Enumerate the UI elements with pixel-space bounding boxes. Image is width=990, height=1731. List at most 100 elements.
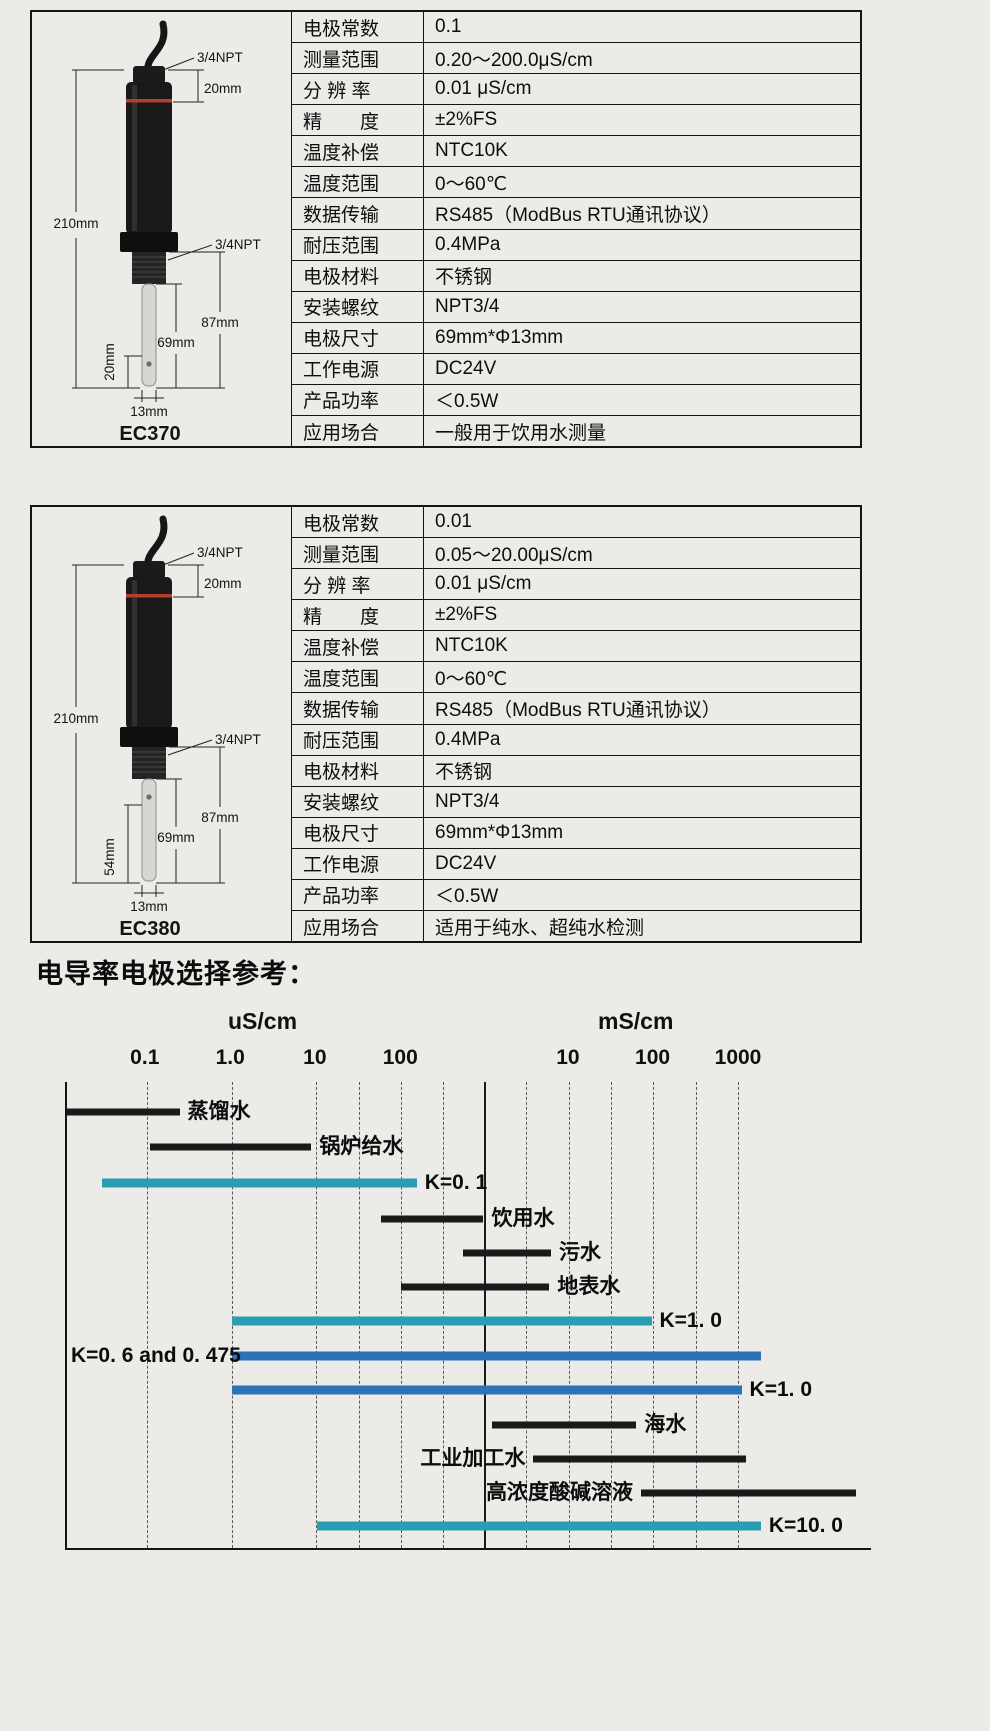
spec-value: DC24V: [435, 852, 497, 874]
table-row: 电极常数 0.01: [292, 507, 860, 538]
spec-label: 数据传输: [292, 198, 424, 229]
spec-label: 工作电源: [292, 848, 424, 879]
range-bar: [491, 1421, 637, 1429]
spec-value: 0.4MPa: [435, 728, 501, 750]
table-row: 测量范围 0.20～200.0μS/cm: [292, 42, 860, 74]
spec-label: 应用场合: [292, 416, 424, 447]
table-row: 温度范围 0～60℃: [292, 661, 860, 693]
bar-label: 地表水: [557, 1275, 621, 1298]
dim-69mm-label: 69mm: [157, 830, 195, 845]
dim-probe-label: 20mm: [102, 343, 117, 381]
tick-label: 1000: [714, 1046, 762, 1069]
spec-value: ±2%FS: [435, 109, 498, 131]
spec-label: 电极常数: [292, 507, 424, 538]
spec-label: 安装螺纹: [292, 291, 424, 322]
spec-label: 温度范围: [292, 662, 424, 693]
table-row: 数据传输 RS485（ModBus RTU通讯协议）: [292, 197, 860, 229]
spec-label: 工作电源: [292, 353, 424, 384]
bar-label: K=0. 1: [424, 1171, 488, 1194]
sensor-thread: [132, 747, 166, 779]
sensor-diagram-ec380: 3/4NPT 20mm 210mm 3/4NPT 87mm 69mm 54mm …: [53, 515, 261, 940]
gridline: [231, 1082, 233, 1548]
probe-hole: [146, 794, 152, 800]
tick-label: 100: [382, 1046, 418, 1069]
spec-label: 电极材料: [292, 260, 424, 291]
dim-npt-mid-label: 3/4NPT: [215, 237, 261, 252]
tick-label: 0.1: [130, 1046, 160, 1069]
table-row: 应用场合 一般用于饮用水测量: [292, 415, 860, 447]
table-row: 工作电源 DC24V: [292, 352, 860, 384]
table-row: 电极材料 不锈钢: [292, 259, 860, 291]
unit-label-ms-cm: mS/cm: [598, 1008, 674, 1034]
dim-20mm-top-label: 20mm: [204, 576, 242, 591]
unit-label-us-cm: uS/cm: [228, 1008, 298, 1034]
spec-value: ＜0.5W: [435, 886, 499, 908]
spec-label: 应用场合: [292, 911, 424, 942]
spec-label: 精 度: [292, 105, 424, 136]
spec-table-ec370: 3/4NPT 20mm 210mm 3/4NPT 87mm 69mm 20mm …: [30, 10, 862, 448]
dim-13mm-label: 13mm: [130, 899, 168, 914]
sensor-nut: [120, 727, 178, 747]
sensor-body-highlight: [132, 580, 137, 726]
bar-label: 高浓度酸碱溶液: [486, 1481, 634, 1504]
sensor-body: [126, 82, 172, 234]
sensor-cap: [133, 561, 165, 579]
dim-npt-mid-label: 3/4NPT: [215, 732, 261, 747]
spec-value: 0.01: [435, 511, 472, 533]
table-row: 耐压范围 0.4MPa: [292, 723, 860, 755]
table-row: 分 辨 率 0.01 μS/cm: [292, 73, 860, 105]
bar-label: 污水: [559, 1241, 601, 1264]
gridline: [316, 1082, 318, 1548]
bar-label: K=10. 0: [768, 1514, 843, 1537]
bar-label: 海水: [644, 1413, 687, 1436]
table-row: 电极常数 0.1: [292, 12, 860, 43]
sensor-oring: [126, 99, 172, 103]
spec-label: 耐压范围: [292, 724, 424, 755]
spec-label: 分 辨 率: [292, 74, 424, 105]
range-bar: [401, 1283, 550, 1291]
dimension-lines: [72, 552, 225, 897]
table-row: 安装螺纹 NPT3/4: [292, 290, 860, 322]
sensor-body-highlight: [132, 85, 137, 231]
table-row: 产品功率 ＜0.5W: [292, 383, 860, 416]
spec-value: ＜0.5W: [435, 391, 499, 413]
range-bar: [641, 1489, 856, 1497]
sensor-cable: [144, 515, 168, 571]
gridline: [568, 1082, 570, 1548]
gridline: [401, 1082, 403, 1548]
gridline: [738, 1082, 740, 1548]
spec-label: 数据传输: [292, 693, 424, 724]
table-row: 温度范围 0～60℃: [292, 166, 860, 198]
table-row: 分 辨 率 0.01 μS/cm: [292, 568, 860, 600]
spec-label: 温度补偿: [292, 136, 424, 167]
tick-label: 10: [556, 1046, 580, 1069]
range-bar: [381, 1215, 484, 1223]
spec-value: 0.20～200.0μS/cm: [435, 49, 593, 71]
table-row: 精 度 ±2%FS: [292, 599, 860, 631]
bar-label: 蒸馏水: [187, 1100, 251, 1123]
spec-label: 耐压范围: [292, 229, 424, 260]
sensor-thread: [132, 252, 166, 284]
spec-value: NPT3/4: [435, 295, 500, 317]
table-row: 测量范围 0.05～20.00μS/cm: [292, 537, 860, 569]
gridline: [146, 1082, 148, 1548]
spec-label: 温度补偿: [292, 631, 424, 662]
spec-value: NTC10K: [435, 140, 508, 162]
table-row: 温度补偿 NTC10K: [292, 135, 860, 167]
spec-value: NPT3/4: [435, 790, 500, 812]
spec-label: 电极常数: [292, 12, 424, 43]
spec-value: 69mm*Φ13mm: [435, 821, 564, 843]
spec-value: 0.01 μS/cm: [435, 573, 532, 595]
dim-87mm-label: 87mm: [201, 315, 239, 330]
bar-label: 工业加工水: [420, 1447, 526, 1470]
spec-value: ±2%FS: [435, 604, 498, 626]
dim-69mm-label: 69mm: [157, 335, 195, 350]
range-bar: [231, 1351, 761, 1361]
spec-value: 0.4MPa: [435, 233, 501, 255]
sensor-oring: [126, 594, 172, 598]
spec-value: NTC10K: [435, 635, 508, 657]
gridline: [653, 1082, 655, 1548]
spec-label: 电极尺寸: [292, 322, 424, 353]
